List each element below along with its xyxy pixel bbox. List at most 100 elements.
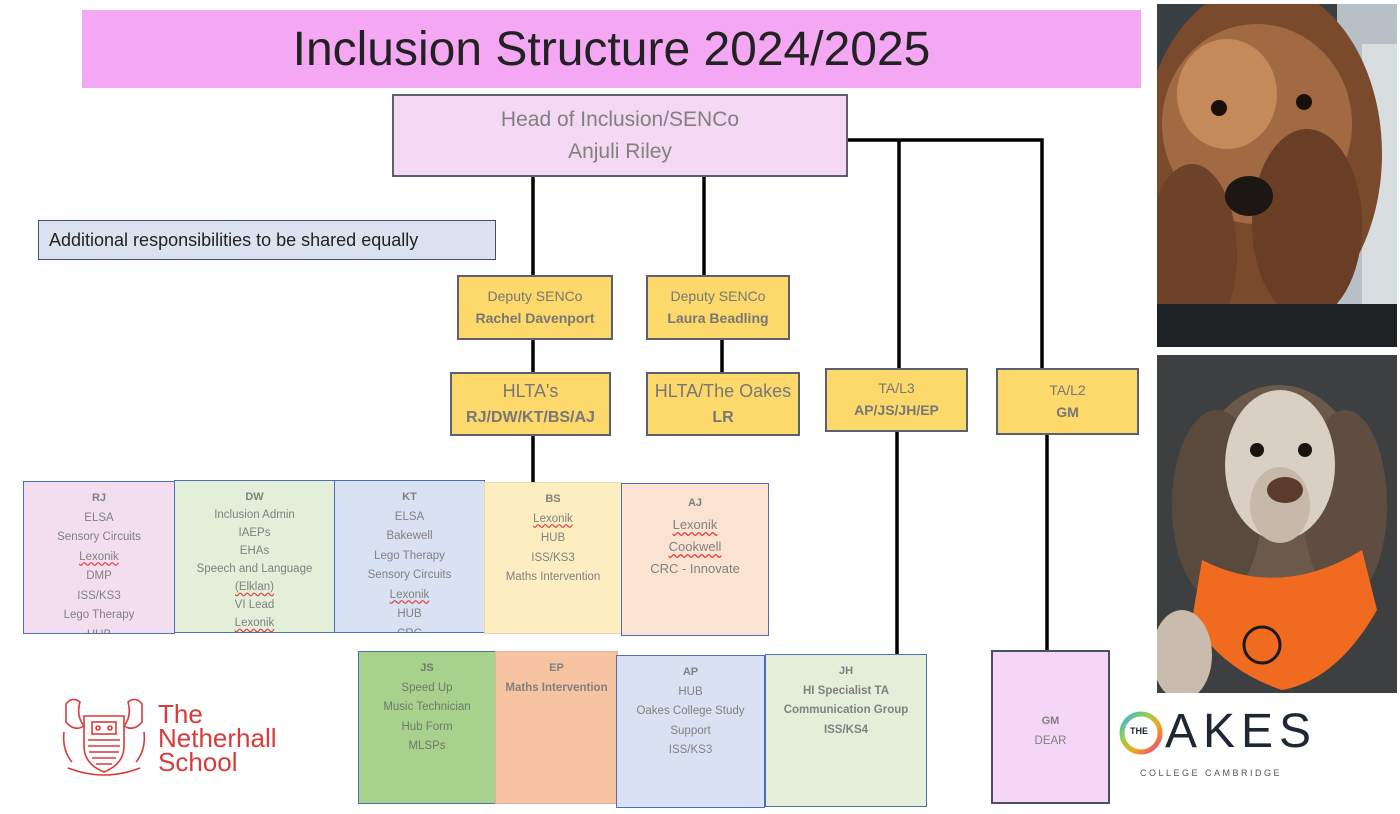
responsibility-item: EHAs xyxy=(239,545,270,557)
staff-box-dw: DW Inclusion Admin IAEPs EHAs Speech and… xyxy=(174,480,335,633)
staff-code: RJ xyxy=(91,492,107,504)
responsibility-item: Oakes College Study xyxy=(636,705,745,717)
oakes-the: THE xyxy=(1130,726,1148,736)
responsibility-item: ISS/KS3 xyxy=(531,551,575,564)
deputy-senco-box-2: Deputy SENCo Laura Beadling xyxy=(646,275,790,340)
staff-code: BS xyxy=(545,493,561,505)
hlta-oakes-box: HLTA/The Oakes LR xyxy=(646,372,800,436)
role-title: HLTA's xyxy=(502,380,559,401)
shared-responsibilities-note: Additional responsibilities to be shared… xyxy=(38,220,496,260)
responsibility-item: Sensory Circuits xyxy=(367,569,452,581)
responsibility-item: ISS/KS3 xyxy=(77,589,121,602)
oakes-subtitle: COLLEGE CAMBRIDGE xyxy=(1140,768,1283,778)
responsibility-item: Lexonik xyxy=(234,617,275,629)
responsibility-item: Music Technician xyxy=(383,701,471,713)
role-name: Laura Beadling xyxy=(667,309,769,326)
responsibility-item: Lexonik xyxy=(672,517,718,532)
oakes-ring-icon xyxy=(1119,711,1163,755)
responsibility-item: DEAR xyxy=(1034,734,1067,747)
staff-box-bs: BS Lexonik HUB ISS/KS3 Maths Interventio… xyxy=(484,482,622,634)
responsibility-item: Lego Therapy xyxy=(374,549,445,562)
responsibility-item: HUB xyxy=(87,626,111,634)
responsibility-item: Cookwell xyxy=(668,539,722,554)
responsibility-item: Communication Group xyxy=(783,704,909,716)
responsibility-item: Hub Form xyxy=(401,720,453,733)
role-title: TA/L2 xyxy=(1049,381,1086,398)
responsibility-item: Speed Up xyxy=(401,681,453,694)
responsibility-item: VI Lead xyxy=(234,599,275,611)
staff-code: KT xyxy=(402,491,417,503)
oakes-college-logo: THE AKES COLLEGE CAMBRIDGE xyxy=(1118,705,1311,782)
responsibility-item: DMP xyxy=(86,570,112,582)
responsibility-item: Lego Therapy xyxy=(63,609,135,621)
ta-l3-box: TA/L3 AP/JS/JH/EP xyxy=(825,368,968,432)
role-name: RJ/DW/KT/BS/AJ xyxy=(466,408,595,426)
responsibility-item: Maths Intervention xyxy=(505,571,601,583)
responsibility-item: Speech and Language xyxy=(196,563,313,575)
staff-code: AP xyxy=(682,666,699,678)
responsibility-item: ISS/KS4 xyxy=(823,723,869,736)
netherhall-wordmark: The Netherhall School xyxy=(158,699,277,777)
staff-box-gm: GM DEAR xyxy=(991,650,1110,804)
logo-line: The xyxy=(158,699,203,729)
responsibility-item: ELSA xyxy=(394,510,425,523)
staff-box-ep: EP Maths Intervention xyxy=(495,651,618,804)
netherhall-crest-icon xyxy=(62,698,146,776)
staff-box-jh: JH HI Specialist TA Communication Group … xyxy=(765,654,927,807)
page-title: Inclusion Structure 2024/2025 xyxy=(292,22,931,76)
responsibility-item: (Elklan) xyxy=(235,581,274,593)
responsibility-item: HUB xyxy=(678,685,703,698)
responsibility-item: HI Specialist TA xyxy=(802,684,890,697)
responsibility-item: CRC - Innovate xyxy=(650,561,740,576)
role-title: Deputy SENCo xyxy=(487,287,583,304)
role-name: AP/JS/JH/EP xyxy=(854,402,939,418)
oakes-wordmark: AKES xyxy=(1165,705,1318,758)
staff-code: DW xyxy=(245,491,264,503)
staff-code: AJ xyxy=(687,497,703,509)
logo-line: School xyxy=(158,747,238,777)
head-role: Head of Inclusion/SENCo xyxy=(500,108,740,131)
responsibility-item: ELSA xyxy=(84,511,114,524)
role-title: TA/L3 xyxy=(878,380,915,397)
staff-box-ap: AP HUB Oakes College Study Support ISS/K… xyxy=(616,655,765,808)
staff-box-rj: RJ ELSA Sensory Circuits Lexonik DMP ISS… xyxy=(23,481,175,634)
responsibility-item: Inclusion Admin xyxy=(214,509,295,521)
spaniel-dog-image xyxy=(1157,355,1397,693)
responsibility-item: Lexonik xyxy=(79,550,119,563)
dog-photo-1 xyxy=(1157,4,1397,347)
responsibility-item: Bakewell xyxy=(386,530,433,542)
responsibility-item: IAEPs xyxy=(238,527,271,539)
ta-l2-box: TA/L2 GM xyxy=(996,368,1139,435)
hltas-box: HLTA's RJ/DW/KT/BS/AJ xyxy=(450,372,611,436)
staff-code: EP xyxy=(549,662,564,674)
responsibility-item: Lexonik xyxy=(389,588,430,601)
staff-code: JS xyxy=(420,662,434,674)
role-name: LR xyxy=(712,408,734,426)
responsibility-item: MLSPs xyxy=(408,740,446,752)
role-title: HLTA/The Oakes xyxy=(654,380,792,401)
staff-box-aj: AJ Lexonik Cookwell CRC - Innovate xyxy=(621,483,769,636)
netherhall-school-logo: The Netherhall School xyxy=(58,694,298,780)
head-name: Anjuli Riley xyxy=(568,139,672,163)
staff-code: GM xyxy=(1041,715,1060,727)
staff-box-kt: KT ELSA Bakewell Lego Therapy Sensory Ci… xyxy=(334,480,485,633)
connector-head-ta-branch xyxy=(848,138,1044,368)
role-title: Deputy SENCo xyxy=(670,287,766,304)
head-of-inclusion-box: Head of Inclusion/SENCo Anjuli Riley xyxy=(392,94,848,177)
role-name: GM xyxy=(1056,403,1079,420)
responsibility-item: Sensory Circuits xyxy=(57,531,141,543)
curly-dog-image xyxy=(1157,4,1397,347)
staff-box-js: JS Speed Up Music Technician Hub Form ML… xyxy=(358,651,496,804)
role-name: Rachel Davenport xyxy=(475,309,595,326)
staff-code: JH xyxy=(838,665,854,677)
responsibility-item: Maths Intervention xyxy=(505,681,608,694)
title-banner: Inclusion Structure 2024/2025 xyxy=(82,10,1141,88)
logo-line: Netherhall xyxy=(158,723,277,753)
responsibility-item: CRC xyxy=(397,625,422,633)
deputy-senco-box-1: Deputy SENCo Rachel Davenport xyxy=(457,275,613,340)
dog-photo-2 xyxy=(1157,355,1397,693)
responsibility-item: HUB xyxy=(397,608,422,620)
note-text: Additional responsibilities to be shared… xyxy=(49,229,419,250)
responsibility-item: Lexonik xyxy=(533,512,573,525)
